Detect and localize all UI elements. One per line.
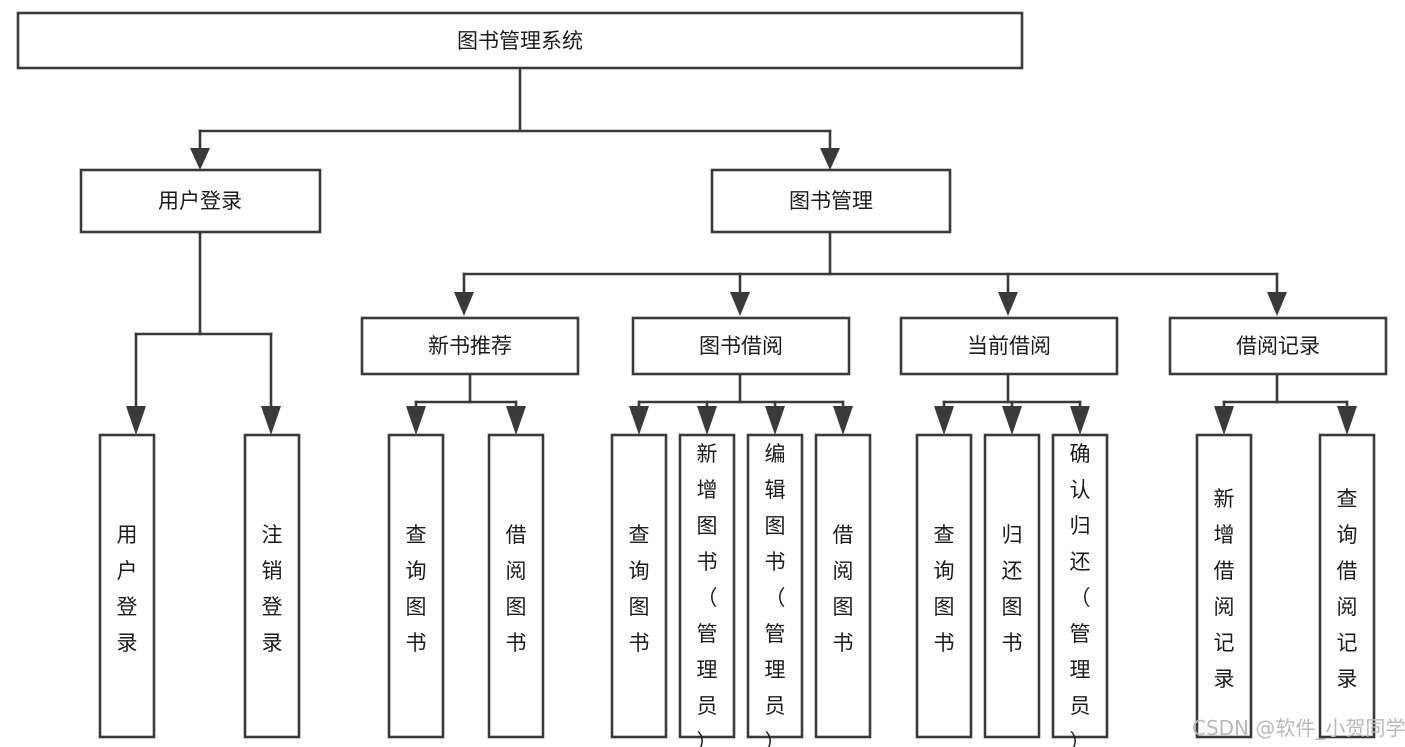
leaf-query-book-1[interactable]: 查询图书 xyxy=(387,433,445,739)
leaf-add-book-label: 新增图书（管理员） xyxy=(697,442,718,747)
leaf-return-book-box[interactable] xyxy=(983,433,1041,739)
arrow-head-user-login xyxy=(190,148,210,170)
arrow-head-current-borrow xyxy=(998,292,1018,316)
leaf-user-login[interactable]: 用户登录 xyxy=(98,433,156,739)
leaf-borrow-book-1[interactable]: 借阅图书 xyxy=(487,433,545,739)
csdn-watermark: CSDN @软件_小贺同学 xyxy=(1192,716,1405,740)
leaf-borrow-book-2[interactable]: 借阅图书 xyxy=(814,433,872,739)
arrow-head-leaf-return-book xyxy=(1002,406,1022,435)
leaf-borrow-book-2-label: 借阅图书 xyxy=(833,523,854,655)
node-borrow-record-label: 借阅记录 xyxy=(1236,334,1320,358)
leaf-edit-book-label: 编辑图书（管理员） xyxy=(765,442,786,747)
node-root-label: 图书管理系统 xyxy=(457,29,583,53)
leaf-query-book-1-label: 查询图书 xyxy=(406,523,427,655)
node-book-borrow-box[interactable] xyxy=(631,316,851,376)
leaf-query-record-box[interactable] xyxy=(1318,433,1376,739)
leaf-return-book[interactable]: 归还图书 xyxy=(983,433,1041,739)
leaf-logout-login-box[interactable] xyxy=(243,433,301,739)
leaf-borrow-book-1-box[interactable] xyxy=(487,433,545,739)
arrow-head-leaf-confirm-return xyxy=(1070,406,1090,435)
leaf-query-book-3[interactable]: 查询图书 xyxy=(915,433,973,739)
node-root-box[interactable] xyxy=(16,11,1024,70)
leaf-add-book[interactable]: 新增图书（管理员） xyxy=(678,433,736,747)
leaf-add-record-label: 新增借阅记录 xyxy=(1214,487,1235,691)
arrow-head-book-management xyxy=(820,148,840,170)
node-book-borrow[interactable]: 图书借阅 xyxy=(631,316,851,376)
arrow-head-leaf-query-book-3 xyxy=(934,406,954,435)
node-current-borrow-label: 当前借阅 xyxy=(967,334,1051,358)
leaf-query-book-3-label: 查询图书 xyxy=(934,523,955,655)
arrow-head-leaf-query-book-2 xyxy=(629,406,649,435)
node-borrow-record[interactable]: 借阅记录 xyxy=(1168,316,1388,376)
leaf-add-book-box[interactable] xyxy=(678,433,736,739)
leaf-borrow-book-2-box[interactable] xyxy=(814,433,872,739)
leaf-query-book-1-box[interactable] xyxy=(387,433,445,739)
node-book-management[interactable]: 图书管理 xyxy=(710,168,952,234)
arrow-head-leaf-borrow-book-1 xyxy=(506,406,526,435)
leaf-edit-book[interactable]: 编辑图书（管理员） xyxy=(746,433,804,747)
arrow-head-leaf-edit-book xyxy=(765,406,785,435)
arrow-head-borrow-record xyxy=(1267,292,1287,316)
leaf-return-book-label: 归还图书 xyxy=(1002,523,1023,655)
arrow-head-book-borrow xyxy=(730,292,750,316)
node-new-book-recommend-box[interactable] xyxy=(360,316,580,376)
leaf-confirm-return-box[interactable] xyxy=(1051,433,1109,739)
leaf-query-book-2-box[interactable] xyxy=(610,433,668,739)
arrow-head-leaf-query-book-1 xyxy=(406,406,426,435)
leaf-user-login-box[interactable] xyxy=(98,433,156,739)
node-user-login-box[interactable] xyxy=(79,168,322,234)
leaf-query-book-2[interactable]: 查询图书 xyxy=(610,433,668,739)
leaf-logout-login-label: 注销登录 xyxy=(262,523,283,655)
leaf-add-record-box[interactable] xyxy=(1195,433,1253,739)
arrow-head-leaf-borrow-book-2 xyxy=(833,406,853,435)
connector-group xyxy=(126,66,1357,435)
arrow-head-leaf-user-login xyxy=(126,406,146,435)
node-new-book-recommend[interactable]: 新书推荐 xyxy=(360,316,580,376)
leaf-confirm-return-label: 确认归还（管理员） xyxy=(1070,442,1091,747)
arrow-head-new-book-recommend xyxy=(454,292,474,316)
arrow-head-leaf-logout-login xyxy=(261,406,281,435)
arrow-head-leaf-add-record xyxy=(1214,406,1234,435)
node-new-book-recommend-label: 新书推荐 xyxy=(428,334,512,358)
leaf-query-book-3-box[interactable] xyxy=(915,433,973,739)
node-current-borrow[interactable]: 当前借阅 xyxy=(899,316,1119,376)
node-book-management-box[interactable] xyxy=(710,168,952,234)
arrow-head-leaf-add-book xyxy=(697,406,717,435)
leaf-query-book-2-label: 查询图书 xyxy=(629,523,650,655)
leaf-confirm-return[interactable]: 确认归还（管理员） xyxy=(1051,433,1109,747)
node-current-borrow-box[interactable] xyxy=(899,316,1119,376)
leaf-add-record[interactable]: 新增借阅记录 xyxy=(1195,433,1253,739)
node-borrow-record-box[interactable] xyxy=(1168,316,1388,376)
node-user-login[interactable]: 用户登录 xyxy=(79,168,322,234)
leaf-logout-login[interactable]: 注销登录 xyxy=(243,433,301,739)
leaf-user-login-label: 用户登录 xyxy=(117,523,138,655)
leaf-borrow-book-1-label: 借阅图书 xyxy=(506,523,527,655)
arrow-head-leaf-query-record xyxy=(1337,406,1357,435)
leaf-query-record[interactable]: 查询借阅记录 xyxy=(1318,433,1376,739)
node-user-login-label: 用户登录 xyxy=(158,189,242,213)
leaf-query-record-label: 查询借阅记录 xyxy=(1337,487,1358,691)
node-root[interactable]: 图书管理系统 xyxy=(16,11,1024,70)
node-book-management-label: 图书管理 xyxy=(789,189,873,213)
node-book-borrow-label: 图书借阅 xyxy=(699,334,783,358)
leaf-edit-book-box[interactable] xyxy=(746,433,804,739)
